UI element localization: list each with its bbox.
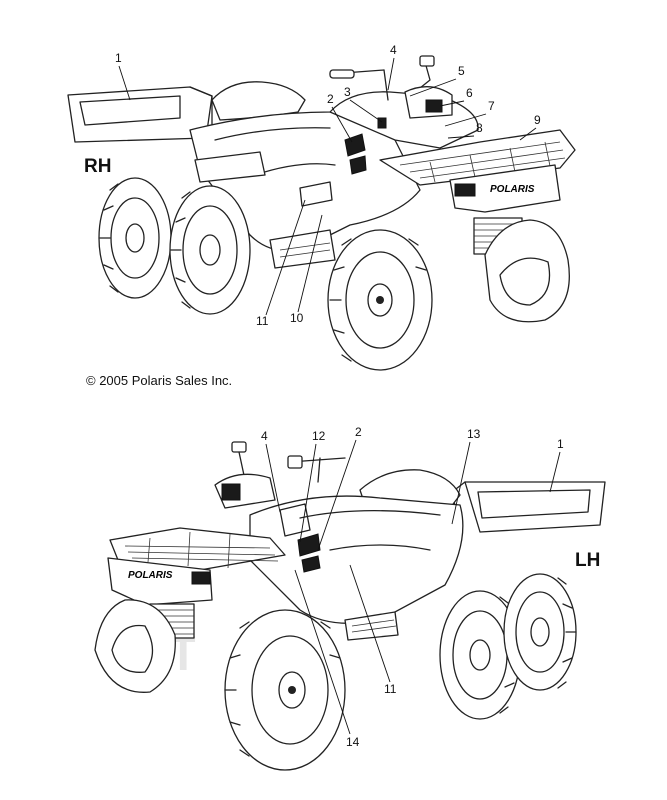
front-headlight — [454, 183, 476, 197]
body-panel — [249, 495, 464, 624]
front-bumper — [449, 164, 561, 213]
callout-13: 13 — [467, 427, 481, 441]
callout-10: 10 — [290, 311, 304, 325]
lh-view: C T POLARIS — [0, 400, 667, 800]
exhaust — [194, 151, 266, 183]
headlight — [425, 99, 443, 113]
headlight — [221, 483, 241, 501]
rear-wheel-2 — [503, 573, 577, 691]
rear-wheel-1 — [98, 177, 172, 299]
callout-14: 14 — [346, 735, 360, 749]
cargo-box — [464, 481, 606, 533]
warning-decal-black — [297, 533, 321, 557]
front-headlight — [191, 571, 211, 585]
rh-callouts: 1 2 3 4 5 6 7 8 9 10 11 — [115, 43, 541, 328]
front-wheel-near — [224, 609, 346, 771]
lh-side-label: LH — [575, 550, 601, 571]
brand-decal: POLARIS — [490, 184, 535, 195]
rh-side-label: RH — [84, 156, 112, 177]
copyright: © 2005 Polaris Sales Inc. — [86, 373, 233, 388]
callout-1: 1 — [115, 51, 122, 65]
callout-2: 2 — [327, 92, 334, 106]
callout-1: 1 — [557, 437, 564, 451]
rh-view: C T POLARIS — [67, 43, 576, 388]
callout-8: 8 — [476, 121, 483, 135]
callout-9: 9 — [534, 113, 541, 127]
side-decal — [279, 503, 311, 537]
callout-4: 4 — [261, 429, 268, 443]
callout-5: 5 — [458, 64, 465, 78]
brand-decal: POLARIS — [128, 570, 173, 581]
callout-11: 11 — [384, 682, 397, 696]
callout-6: 6 — [466, 86, 473, 100]
callout-12: 12 — [312, 429, 326, 443]
callout-7: 7 — [488, 99, 495, 113]
front-wheel-left — [484, 219, 570, 323]
front-bumper — [107, 557, 213, 606]
side-decal — [299, 181, 333, 207]
rear-wheel-2 — [169, 185, 251, 315]
front-wheel-right — [327, 229, 433, 371]
lh-atv-drawing: C T POLARIS — [94, 425, 606, 771]
callout-2: 2 — [355, 425, 362, 439]
rh-atv-drawing: C T POLARIS — [67, 43, 576, 371]
warning-decal-black — [344, 133, 366, 157]
callout-3: 3 — [344, 85, 351, 99]
lh-callouts: 4 12 2 13 1 11 14 — [261, 425, 564, 749]
front-wheel-far — [94, 599, 176, 693]
callout-4: 4 — [390, 43, 397, 57]
callout-11: 11 — [256, 314, 269, 328]
